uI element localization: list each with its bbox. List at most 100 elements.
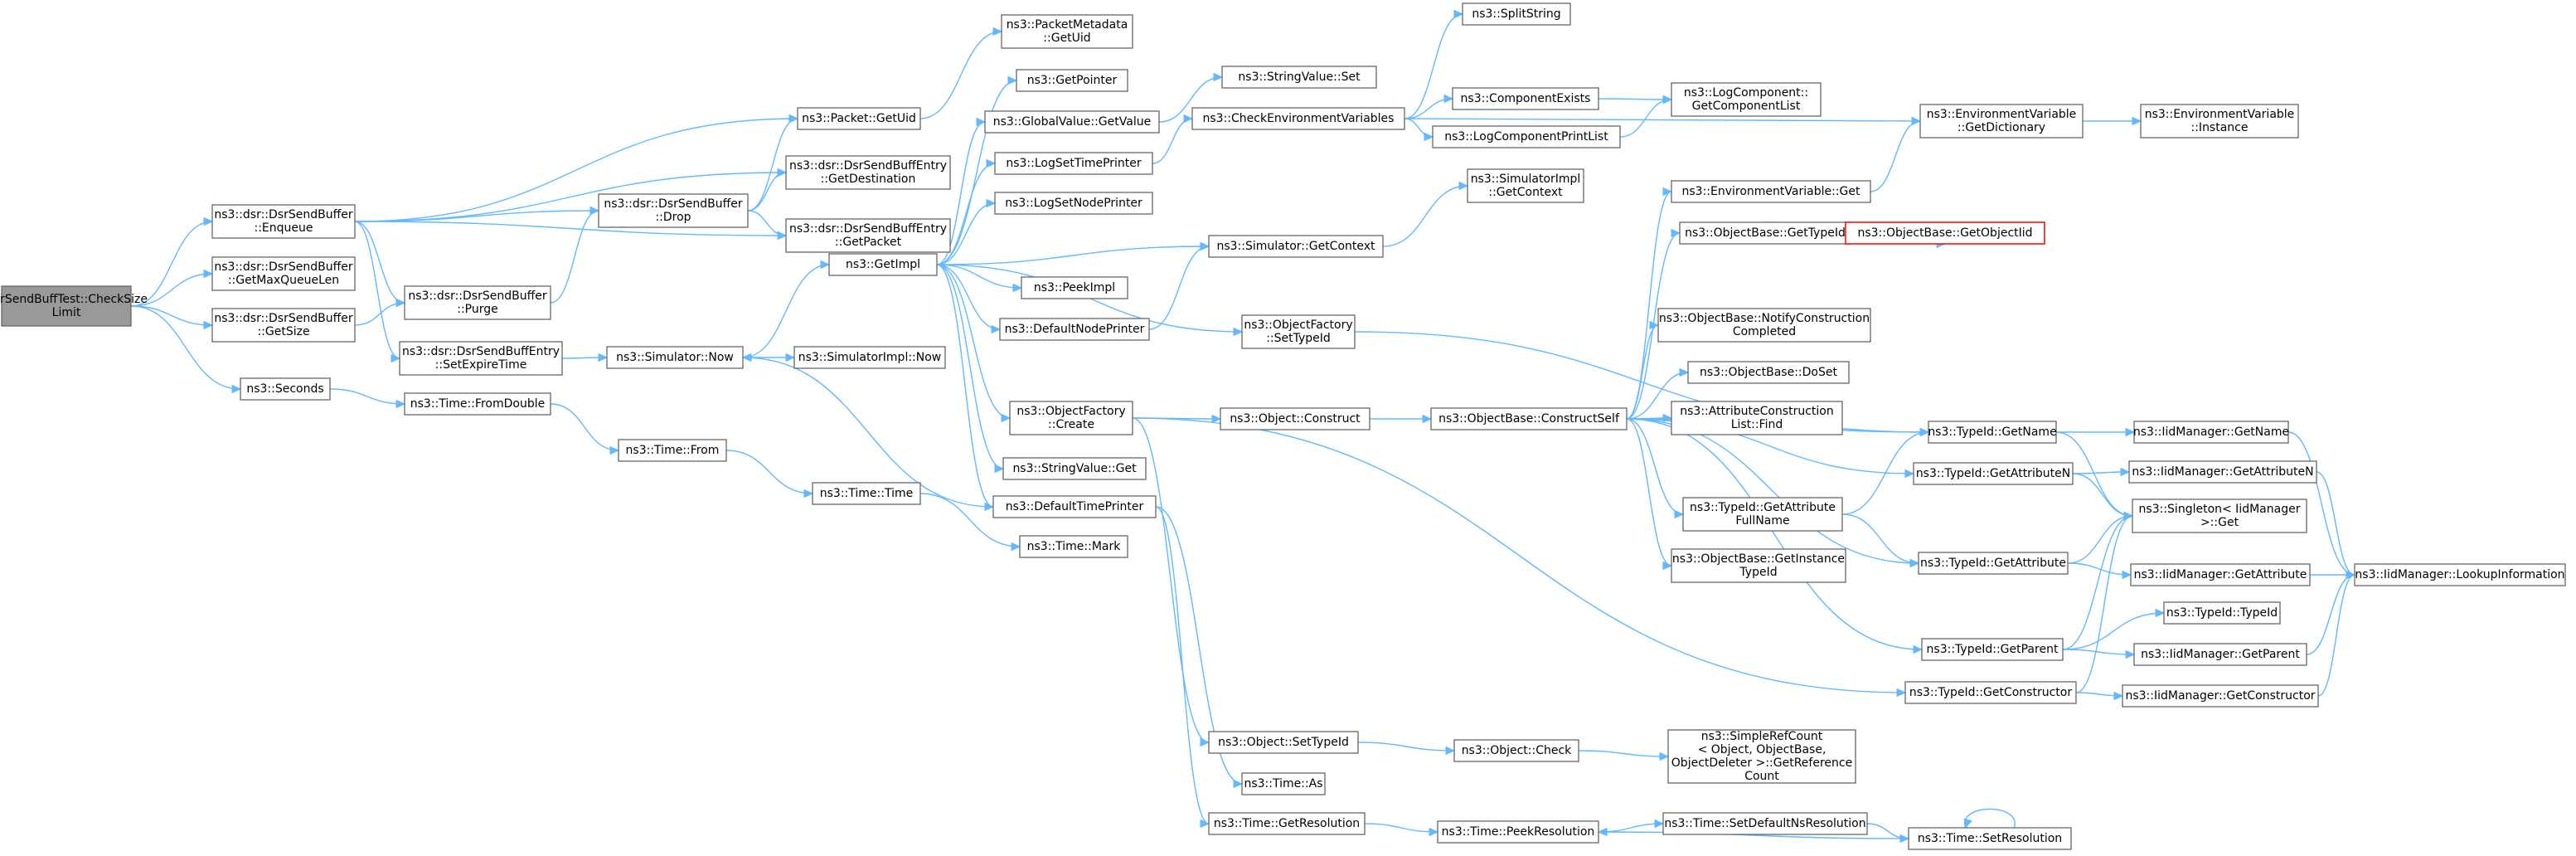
node-box[interactable] [1687, 361, 1850, 384]
node-n58[interactable]: ns3::TypeId::GetParent [1921, 638, 2064, 661]
node-box[interactable] [994, 152, 1153, 175]
node-box[interactable] [1462, 2, 1571, 26]
node-n54[interactable]: ns3::ObjectBase::GetObjectIid [1845, 221, 2045, 245]
node-box[interactable] [1904, 681, 2077, 704]
node-box[interactable] [1001, 14, 1133, 49]
node-n23[interactable]: ns3::PeekImpl [1021, 276, 1128, 299]
node-box[interactable] [1002, 457, 1147, 480]
node-n36[interactable]: ns3::SplitString [1462, 2, 1571, 26]
node-n40[interactable]: ns3::ObjectBase::ConstructSelf [1430, 407, 1628, 430]
node-n35[interactable]: ns3::Time::GetResolution [1208, 812, 1366, 835]
node-n13[interactable]: ns3::Time::From [618, 439, 727, 462]
node-n31[interactable]: ns3::ObjectFactory::SetTypeId [1241, 314, 1356, 349]
node-n22[interactable]: ns3::LogSetNodePrinter [994, 192, 1153, 215]
node-n32[interactable]: ns3::Object::Construct [1220, 407, 1370, 430]
node-box[interactable] [211, 308, 356, 343]
node-box[interactable] [1918, 552, 2069, 575]
node-box[interactable] [785, 155, 951, 190]
node-box[interactable] [1657, 308, 1871, 343]
node-n26[interactable]: ns3::StringValue::Get [1002, 457, 1147, 480]
node-box[interactable] [1019, 535, 1128, 558]
node-n66[interactable]: ns3::TypeId::TypeId [2163, 601, 2281, 625]
node-box[interactable] [1662, 812, 1868, 835]
node-box[interactable] [1467, 168, 1584, 203]
node-box[interactable] [2132, 499, 2307, 533]
node-n12[interactable]: ns3::Time::FromDouble [404, 392, 551, 416]
node-n1[interactable]: ns3::dsr::DsrSendBuffer::Enqueue [211, 204, 356, 239]
node-n45[interactable]: ns3::ObjectBase::GetTypeId [1679, 221, 1851, 245]
node-n47[interactable]: ns3::ObjectBase::DoSet [1687, 361, 1850, 384]
node-n64[interactable]: ns3::Singleton< IidManager>::Get [2132, 499, 2307, 533]
node-box[interactable] [211, 204, 356, 239]
node-n51[interactable]: ns3::SimpleRefCount< Object, ObjectBase,… [1667, 729, 1856, 784]
node-box[interactable] [1009, 401, 1133, 435]
node-box[interactable] [1913, 462, 2074, 485]
node-n46[interactable]: ns3::ObjectBase::NotifyConstructionCompl… [1657, 308, 1871, 343]
node-n25[interactable]: ns3::ObjectFactory::Create [1009, 401, 1133, 435]
node-box[interactable] [999, 318, 1150, 341]
node-n16[interactable]: ns3::Simulator::Now [606, 346, 744, 369]
node-n10[interactable]: ns3::dsr::DsrSendBuffEntry::GetPacket [785, 218, 951, 253]
node-box[interactable] [1016, 69, 1128, 92]
node-n17[interactable]: ns3::SimulatorImpl::Now [793, 346, 946, 369]
node-n18[interactable]: ns3::GetImpl [828, 253, 938, 276]
node-n19[interactable]: ns3::GetPointer [1016, 69, 1128, 92]
node-box[interactable] [1453, 739, 1579, 762]
node-box[interactable] [1208, 812, 1366, 835]
node-n9[interactable]: ns3::dsr::DsrSendBuffEntry::GetDestinati… [785, 155, 951, 190]
node-n42[interactable]: ns3::Time::PeekResolution [1437, 820, 1599, 844]
node-n52[interactable]: ns3::Time::SetDefaultNsResolution [1662, 812, 1868, 835]
node-n38[interactable]: ns3::LogComponentPrintList [1432, 125, 1621, 148]
node-n14[interactable]: ns3::Time::Time [812, 482, 921, 505]
node-box[interactable] [2140, 104, 2299, 139]
node-n53[interactable]: ns3::EnvironmentVariable::GetDictionary [1919, 104, 2084, 139]
node-n43[interactable]: ns3::LogComponent::GetComponentList [1671, 82, 1822, 117]
node-box[interactable] [785, 218, 951, 253]
node-n60[interactable]: ns3::Time::SetResolution [1908, 827, 2072, 850]
node-n37[interactable]: ns3::ComponentExists [1452, 87, 1599, 110]
node-n24[interactable]: ns3::DefaultNodePrinter [999, 318, 1150, 341]
node-box[interactable] [404, 392, 551, 416]
node-box[interactable] [1021, 276, 1128, 299]
node-n34[interactable]: ns3::Time::As [1241, 772, 1326, 795]
node-box[interactable] [1, 285, 132, 327]
node-n57[interactable]: ns3::TypeId::GetAttribute [1918, 552, 2069, 575]
node-box[interactable] [1241, 772, 1326, 795]
node-n4[interactable]: ns3::Seconds [240, 377, 331, 401]
node-box[interactable] [1221, 66, 1377, 89]
node-box[interactable] [618, 439, 727, 462]
node-n7[interactable]: ns3::dsr::DsrSendBuffer::Purge [404, 285, 551, 320]
node-n11[interactable]: ns3::PacketMetadata::GetUid [1001, 14, 1133, 49]
node-box[interactable] [2354, 563, 2566, 586]
node-n28[interactable]: ns3::StringValue::Set [1221, 66, 1377, 89]
node-box[interactable] [2128, 460, 2317, 484]
node-box[interactable] [992, 495, 1157, 518]
node-box[interactable] [1208, 235, 1384, 258]
node-n62[interactable]: ns3::IidManager::GetName [2133, 421, 2289, 444]
node-box[interactable] [1241, 314, 1356, 349]
node-n59[interactable]: ns3::TypeId::GetConstructor [1904, 681, 2077, 704]
node-n39[interactable]: ns3::SimulatorImpl::GetContext [1467, 168, 1584, 203]
node-box[interactable] [1671, 82, 1822, 117]
node-n27[interactable]: ns3::DefaultTimePrinter [992, 495, 1157, 518]
node-box[interactable] [1671, 180, 1871, 203]
node-n2[interactable]: ns3::dsr::DsrSendBuffer::GetMaxQueueLen [211, 256, 356, 291]
node-n30[interactable]: ns3::Simulator::GetContext [1208, 235, 1384, 258]
node-box[interactable] [1191, 107, 1405, 130]
node-box[interactable] [828, 253, 938, 276]
node-n29[interactable]: ns3::CheckEnvironmentVariables [1191, 107, 1405, 130]
node-box[interactable] [2133, 643, 2307, 666]
node-box[interactable] [2163, 601, 2281, 625]
node-box[interactable] [606, 346, 744, 369]
node-box[interactable] [598, 193, 749, 228]
node-box[interactable] [797, 107, 921, 130]
node-box[interactable] [812, 482, 921, 505]
node-n56[interactable]: ns3::TypeId::GetAttributeN [1913, 462, 2074, 485]
node-box[interactable] [1921, 638, 2064, 661]
node-n63[interactable]: ns3::IidManager::GetAttributeN [2128, 460, 2317, 484]
node-box[interactable] [2122, 684, 2319, 708]
node-box[interactable] [2133, 421, 2289, 444]
